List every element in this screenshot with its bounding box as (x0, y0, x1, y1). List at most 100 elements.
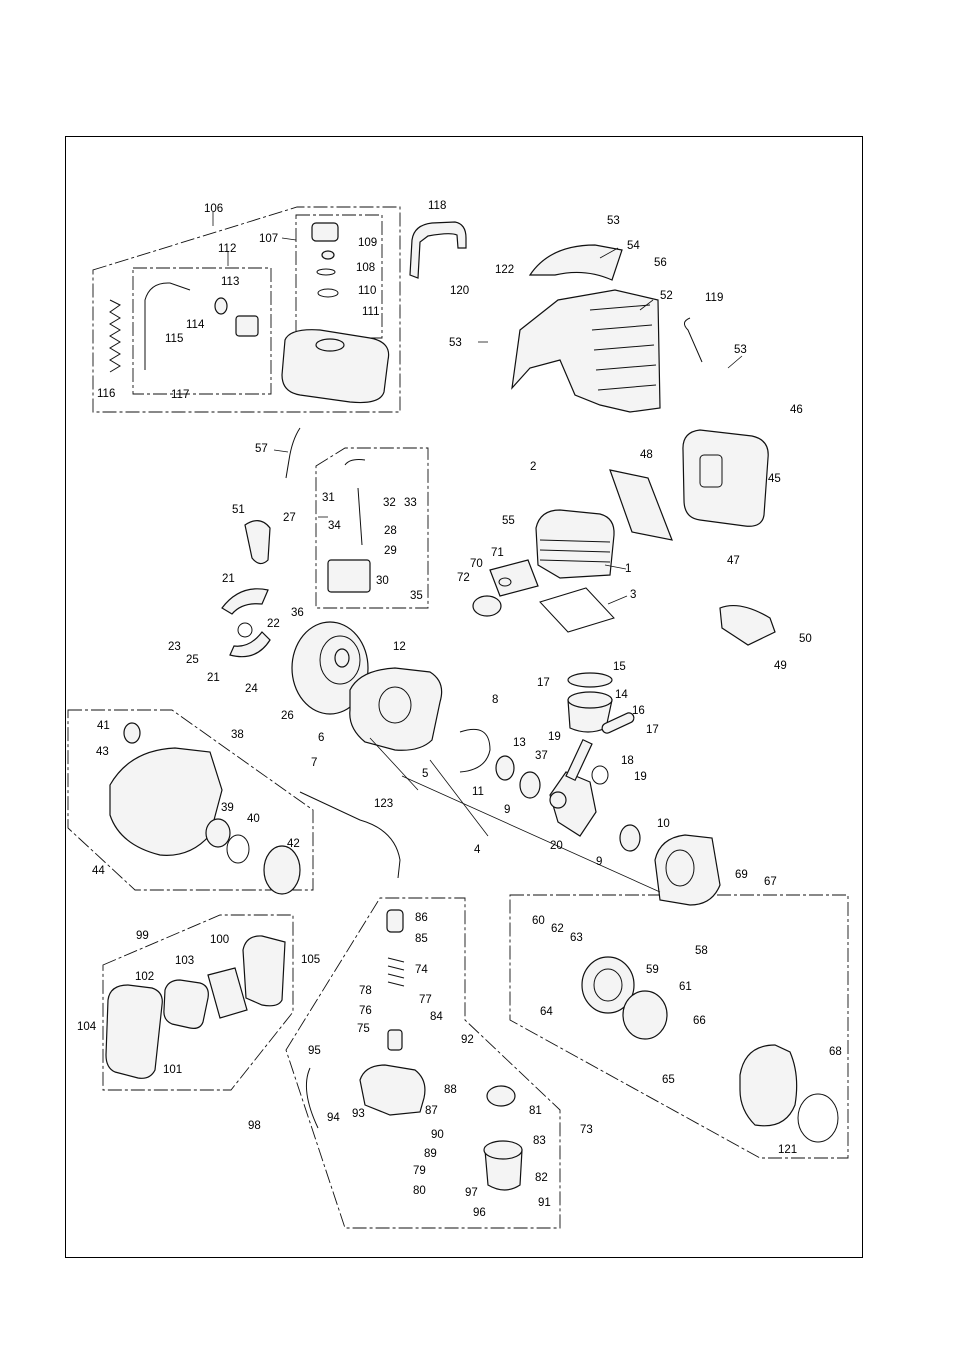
label-11: 11 (472, 786, 484, 798)
label-17a: 17 (537, 677, 550, 689)
group-outline-starter (509, 894, 849, 1159)
label-25: 25 (186, 654, 199, 666)
guard-part (719, 605, 776, 646)
carburetor-part (305, 909, 426, 1129)
label-8: 8 (492, 694, 498, 706)
label-83: 83 (533, 1135, 546, 1147)
label-49: 49 (774, 660, 787, 672)
label-105: 105 (301, 954, 320, 966)
carburetor-filter-part (483, 1085, 523, 1191)
label-28: 28 (384, 525, 397, 537)
label-81: 81 (529, 1105, 542, 1117)
insulator-part (472, 559, 539, 617)
clutch-cover-part (244, 520, 271, 565)
label-54: 54 (627, 240, 640, 252)
label-36: 36 (291, 607, 304, 619)
crankcase-part (349, 667, 443, 751)
label-79: 79 (413, 1165, 426, 1177)
label-53c: 53 (734, 344, 747, 356)
handle-part (409, 221, 467, 279)
fuel-cap-part (311, 222, 339, 298)
top-cover-part (528, 244, 623, 281)
label-42: 42 (287, 838, 300, 850)
label-21b: 21 (207, 672, 220, 684)
label-46: 46 (790, 404, 803, 416)
label-112: 112 (218, 243, 236, 255)
label-53a: 53 (607, 215, 620, 227)
label-122: 122 (495, 264, 514, 276)
label-19a: 19 (548, 731, 561, 743)
label-75: 75 (357, 1023, 370, 1035)
label-102: 102 (135, 971, 154, 983)
label-86: 86 (415, 912, 428, 924)
group-outline-fuel-tank (92, 206, 401, 413)
label-14: 14 (615, 689, 628, 701)
diagram-border (65, 136, 863, 1258)
label-109: 109 (358, 237, 377, 249)
label-68: 68 (829, 1046, 842, 1058)
label-62: 62 (551, 923, 564, 935)
label-50: 50 (799, 633, 812, 645)
label-106: 106 (204, 203, 223, 215)
piston-part (567, 672, 635, 734)
spark-plug-cord-part (285, 427, 301, 479)
label-60: 60 (532, 915, 545, 927)
clutch-part (221, 588, 271, 658)
fuel-filter-spring-part (109, 299, 121, 373)
label-26: 26 (281, 710, 294, 722)
label-82: 82 (535, 1172, 548, 1184)
label-70: 70 (470, 558, 483, 570)
label-32: 32 (383, 497, 396, 509)
label-90: 90 (431, 1129, 444, 1141)
label-18: 18 (621, 755, 634, 767)
label-24: 24 (245, 683, 258, 695)
crankcase-right-part (654, 834, 721, 906)
label-30: 30 (376, 575, 389, 587)
label-103: 103 (175, 955, 194, 967)
muffler-part (682, 429, 769, 527)
label-6: 6 (318, 732, 324, 744)
label-115: 115 (165, 333, 183, 345)
label-19b: 19 (634, 771, 647, 783)
cylinder-gasket-part (539, 587, 615, 633)
label-119: 119 (705, 292, 723, 304)
fuel-tank-part (281, 329, 390, 404)
label-64: 64 (540, 1006, 553, 1018)
label-101: 101 (163, 1064, 182, 1076)
label-5: 5 (422, 768, 428, 780)
label-111: 111 (362, 306, 379, 318)
label-92: 92 (461, 1034, 474, 1046)
label-107: 107 (259, 233, 278, 245)
label-45: 45 (768, 473, 781, 485)
label-108: 108 (356, 262, 375, 274)
label-34: 34 (328, 520, 341, 532)
label-80: 80 (413, 1185, 426, 1197)
label-96: 96 (473, 1207, 486, 1219)
label-99: 99 (136, 930, 149, 942)
label-9a: 9 (504, 804, 510, 816)
group-outline-fan-housing (67, 709, 314, 891)
bearings-part (495, 755, 641, 852)
label-13: 13 (513, 737, 526, 749)
crankcase-gasket-part (459, 728, 491, 773)
label-43: 43 (96, 746, 109, 758)
label-63: 63 (570, 932, 583, 944)
label-97: 97 (465, 1187, 478, 1199)
label-17b: 17 (646, 724, 659, 736)
label-10: 10 (657, 818, 670, 830)
label-57: 57 (255, 443, 268, 455)
label-3: 3 (630, 589, 636, 601)
label-47: 47 (727, 555, 740, 567)
cylinder-part (535, 509, 615, 579)
label-91: 91 (538, 1197, 551, 1209)
label-118: 118 (428, 200, 446, 212)
air-cleaner-part (105, 935, 286, 1079)
label-78: 78 (359, 985, 372, 997)
label-113: 113 (221, 276, 239, 288)
label-53b: 53 (449, 337, 462, 349)
wire-part (684, 317, 703, 363)
label-93: 93 (352, 1108, 365, 1120)
label-67: 67 (764, 876, 777, 888)
fan-housing-part (109, 722, 301, 895)
